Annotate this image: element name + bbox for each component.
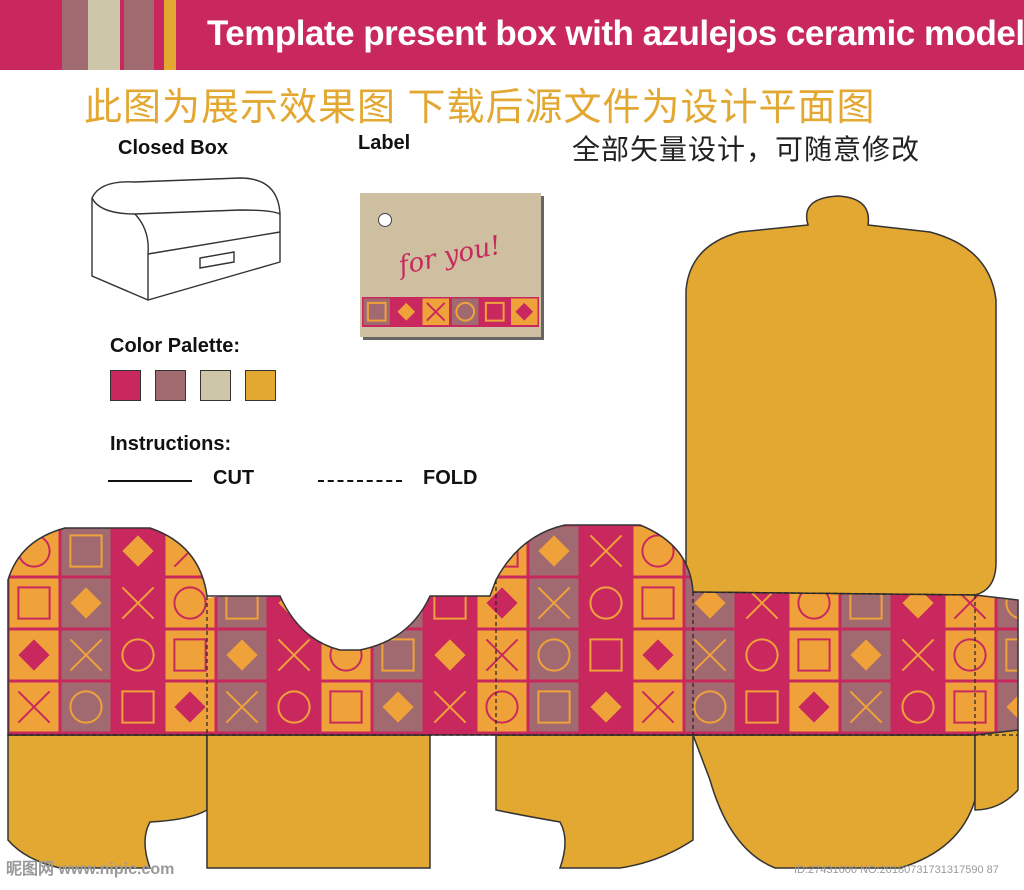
gift-tag: for you!: [360, 193, 543, 340]
swatch-gold: [245, 370, 276, 401]
watermark-left: 昵图网 www.nipic.com: [6, 861, 175, 878]
chinese-note-line-1: 此图为展示效果图 下载后源文件为设计平面图: [84, 87, 876, 129]
tag-hole-icon: [378, 213, 392, 227]
bottom-flap-4: [691, 734, 976, 869]
fold-label: FOLD: [423, 467, 478, 489]
swatch-magenta: [110, 370, 141, 401]
label-heading: Label: [358, 132, 411, 154]
header-stripe-gold: [164, 0, 176, 70]
swatch-mauve: [155, 370, 186, 401]
cut-line-sample: [108, 480, 192, 482]
watermark-right: ID:27431600 NO:20180731731317590 87: [794, 864, 999, 876]
instructions-label: Instructions:: [110, 433, 232, 455]
fold-line-sample: [318, 480, 402, 482]
header-stripe-mauve-2: [124, 0, 154, 70]
page-title: Template present box with azulejos ceram…: [207, 14, 1024, 53]
cut-label: CUT: [213, 467, 255, 489]
fold-lines: [8, 580, 1018, 736]
bottom-flap-3: [495, 734, 694, 869]
bottom-flap-1: [7, 734, 208, 869]
side-tab: [974, 729, 1019, 811]
closed-box-label: Closed Box: [118, 137, 229, 159]
bottom-flap-2: [206, 734, 431, 869]
tag-tile-strip: [362, 297, 539, 327]
lid-panel: [685, 195, 997, 596]
header-stripe-mauve-1: [62, 0, 88, 70]
chinese-note-line-2: 全部矢量设计，可随意修改: [572, 134, 921, 165]
swatch-cream: [200, 370, 231, 401]
header-stripe-cream: [88, 0, 120, 70]
color-palette-label: Color Palette:: [110, 335, 241, 357]
